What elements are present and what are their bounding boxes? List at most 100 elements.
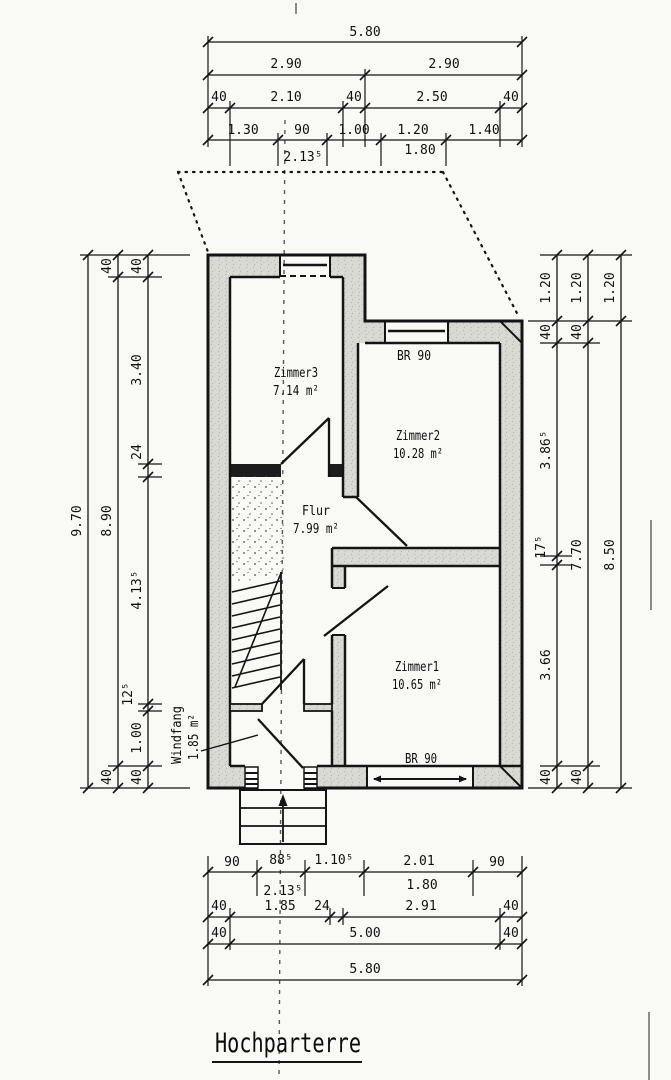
dim-label: 5.80	[349, 25, 380, 40]
dim-label: 1.00	[130, 722, 145, 753]
dim-label: 2.13⁵	[263, 884, 302, 899]
stair-void-stipple	[230, 476, 284, 584]
windfang-partition	[303, 703, 333, 712]
dim-label: 40	[539, 324, 554, 340]
zimmer3-partition-wall	[329, 464, 343, 477]
dim-label: 2.50	[416, 90, 447, 105]
dim-label: 1.40	[468, 123, 499, 138]
title-block: Hochparterre	[212, 1028, 362, 1063]
dim-label: 40	[503, 926, 519, 941]
room-area-zimmer2: 10.28 m²	[393, 447, 443, 462]
left-dimensions: 9.70 40 8.90 40 40 3.40 24 4.13⁵ 12⁵ 1.0…	[70, 249, 190, 794]
dim-label: 12⁵	[121, 682, 136, 705]
zimmer2-north-window	[384, 321, 449, 343]
windfang-label: Windfang 1.85 m²	[170, 706, 259, 764]
dim-label: 1.10⁵	[314, 853, 353, 868]
dim-label: 40	[130, 258, 145, 274]
dim-label: 3.86⁵	[539, 430, 554, 469]
dim-label: 2.90	[428, 57, 459, 72]
dim-label: 40	[100, 258, 115, 274]
dim-label: 2.90	[270, 57, 301, 72]
dim-label: 1.30	[227, 123, 258, 138]
dim-label: 8.90	[100, 505, 115, 536]
dim-label: 7.70	[570, 539, 585, 570]
room-area-windfang: 1.85 m²	[187, 714, 202, 760]
dim-label: 40	[100, 769, 115, 785]
stair-walk-line	[234, 572, 282, 688]
doors	[244, 417, 408, 789]
drawing-title: Hochparterre	[215, 1028, 361, 1059]
room-area-zimmer3: 7.14 m²	[273, 384, 319, 399]
windows	[279, 255, 474, 788]
right-dimensions: 1.20 40 3.86⁵ 17⁵ 3.66 40 1.20 40 7.70 4…	[528, 249, 632, 794]
dim-label: 4.13⁵	[130, 570, 145, 609]
room-name-zimmer1: Zimmer1	[395, 660, 439, 675]
dim-label: 1.00	[338, 123, 369, 138]
zimmer3-door	[280, 417, 331, 477]
dim-label: 1.20	[397, 123, 428, 138]
dim-label: 2.91	[405, 899, 436, 914]
zimmer2-door	[355, 496, 408, 547]
dim-label: 1.20	[603, 272, 618, 303]
room-name-flur: Flur	[302, 504, 330, 519]
room-name-zimmer2: Zimmer2	[396, 429, 440, 444]
dim-label: 40	[539, 769, 554, 785]
dim-label: 40	[503, 90, 519, 105]
windfang-flur-door	[261, 658, 306, 705]
windfang-leader-line	[200, 734, 259, 752]
dim-label: 40	[570, 769, 585, 785]
dim-label: 24	[314, 899, 330, 914]
dim-label: 88⁵	[269, 853, 292, 868]
dim-label: 1.85	[264, 899, 295, 914]
dim-label: 1.20	[570, 272, 585, 303]
exterior-steps	[239, 789, 327, 845]
dim-label: 1.80	[406, 878, 437, 893]
dim-label: 2.01	[403, 854, 434, 869]
dim-label: 40	[130, 769, 145, 785]
dim-label: 5.80	[349, 962, 380, 977]
entrance-door	[257, 718, 304, 769]
windfang-partition	[229, 703, 263, 712]
dim-label: 2.13⁵	[283, 150, 322, 165]
wall-corner-miter	[499, 320, 523, 789]
dim-label: 40	[570, 324, 585, 340]
wall-fills	[208, 255, 522, 788]
dim-label: 90	[224, 855, 240, 870]
dim-label: 40	[503, 899, 519, 914]
dim-label: 3.66	[539, 649, 554, 680]
dim-label: 40	[211, 899, 227, 914]
dim-label: 2.10	[270, 90, 301, 105]
dim-label: 40	[211, 90, 227, 105]
dim-label: 90	[489, 855, 505, 870]
dim-label: 90	[294, 123, 310, 138]
window-sill-label-zimmer2: BR 90	[397, 349, 431, 364]
dim-label: 40	[211, 926, 227, 941]
room-area-zimmer1: 10.65 m²	[392, 678, 442, 693]
dim-label: 8.50	[603, 539, 618, 570]
window-sill-label-zimmer1: BR 90	[405, 752, 437, 767]
dim-label: 9.70	[70, 505, 85, 536]
building	[206, 253, 524, 845]
dim-label: 24	[130, 444, 145, 460]
staircase	[230, 476, 284, 690]
top-dimensions: 5.80 2.90 2.90 40 2.10 40 2.50 40 1.30 9…	[202, 25, 528, 166]
zimmer3-partition-wall	[230, 464, 281, 477]
dim-label: 17⁵	[534, 535, 549, 558]
dim-label: 1.80	[404, 143, 435, 158]
zimmer1-door	[323, 585, 389, 637]
room-name-windfang: Windfang	[170, 706, 185, 764]
dim-label: 5.00	[349, 926, 380, 941]
projection-lines	[176, 170, 521, 319]
room-name-zimmer3: Zimmer3	[274, 366, 318, 381]
room-labels: Zimmer3 7.14 m² Zimmer2 10.28 m² Flur 7.…	[170, 349, 443, 767]
dim-label: 3.40	[130, 354, 145, 385]
zimmer1-south-window	[366, 766, 474, 788]
entrance-threshold	[244, 766, 318, 789]
dim-label: 40	[346, 90, 362, 105]
dim-label: 1.20	[539, 272, 554, 303]
zimmer3-north-window	[279, 255, 331, 277]
room-area-flur: 7.99 m²	[293, 522, 339, 537]
scan-artifacts	[278, 3, 652, 1080]
